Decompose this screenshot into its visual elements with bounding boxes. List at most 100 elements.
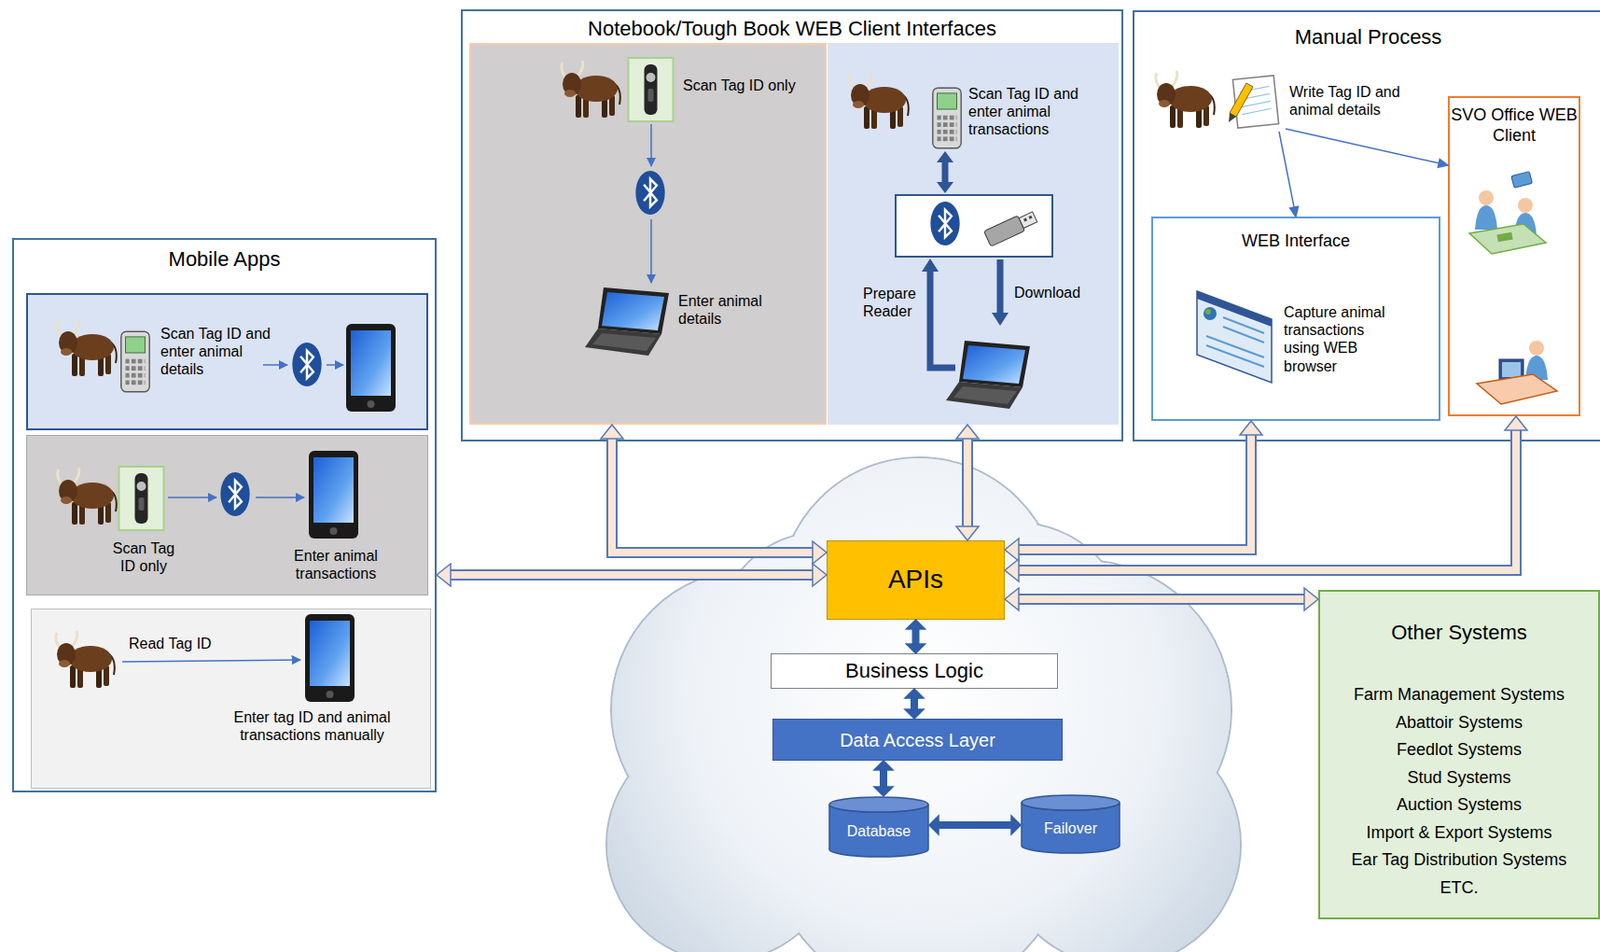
cattle-icon bbox=[57, 319, 117, 376]
connector-fill bbox=[963, 437, 972, 528]
sync-arrow bbox=[936, 151, 954, 194]
database-cylinder: Database bbox=[828, 795, 930, 858]
box-text: Download bbox=[1014, 283, 1081, 302]
connector-line bbox=[912, 627, 920, 645]
flow-arrow bbox=[650, 219, 653, 283]
web-interface-box: WEB InterfaceCapture animal transactions… bbox=[1151, 216, 1441, 421]
arrow-head bbox=[1504, 416, 1528, 431]
box-title: SVO Office WEB Client bbox=[1449, 105, 1579, 146]
box-title: Scan Tag ID and enter animal details bbox=[160, 324, 287, 379]
connector bbox=[600, 424, 827, 564]
connector-fill bbox=[1017, 595, 1306, 603]
bluetooth-icon bbox=[930, 201, 960, 246]
arrow-head bbox=[600, 424, 624, 439]
systems-box: Other SystemsFarm Management SystemsAbat… bbox=[1318, 589, 1600, 919]
box-title: Scan Tag ID only bbox=[682, 76, 796, 95]
connector-line bbox=[879, 768, 888, 788]
arrow-head bbox=[1011, 815, 1021, 835]
laptop-icon bbox=[584, 287, 669, 356]
box-text: Enter tag ID and animal transactions man… bbox=[211, 708, 413, 744]
arrow-head bbox=[874, 786, 893, 796]
arrow-head bbox=[1004, 587, 1019, 611]
browser-icon bbox=[1196, 291, 1272, 383]
cattle-icon bbox=[1155, 70, 1215, 128]
flow-arrow bbox=[650, 124, 653, 167]
download-arrow bbox=[991, 259, 1009, 326]
connector bbox=[1004, 420, 1263, 561]
arrow-head bbox=[929, 815, 939, 835]
arrow-head bbox=[1004, 538, 1019, 561]
box-text: Prepare Reader bbox=[862, 284, 929, 320]
flow-arrow bbox=[255, 496, 305, 499]
logic-box: Business Logic bbox=[770, 653, 1058, 689]
connector-line bbox=[1285, 128, 1440, 164]
connector bbox=[1285, 128, 1448, 167]
tag-reader-wand bbox=[119, 466, 165, 530]
connector-fill bbox=[612, 437, 814, 553]
tablet-icon bbox=[346, 323, 396, 412]
box-title: Notebook/Tough Book WEB Client Interface… bbox=[462, 16, 1122, 42]
connector bbox=[1004, 587, 1319, 611]
api-box: APIs bbox=[826, 540, 1005, 620]
connector-line bbox=[910, 696, 919, 710]
data-layer-box: Data Access Layer bbox=[772, 718, 1063, 761]
cattle-icon bbox=[55, 630, 115, 688]
box-title: Data Access Layer bbox=[773, 728, 1062, 752]
connector-fill bbox=[1017, 429, 1517, 571]
arrow-head bbox=[812, 541, 827, 564]
office-desk-icon bbox=[1476, 340, 1558, 404]
bluetooth-icon bbox=[220, 472, 250, 516]
tablet-icon bbox=[308, 450, 359, 539]
system-item: Ear Tag Distribution Systems bbox=[1320, 849, 1599, 871]
connector-fill bbox=[1017, 433, 1252, 550]
box-text: Capture animal transactions using WEB br… bbox=[1283, 303, 1401, 376]
connector bbox=[874, 760, 893, 796]
prepare-arrow bbox=[921, 258, 956, 368]
arrow-head bbox=[1304, 587, 1319, 611]
connector-line bbox=[961, 437, 974, 528]
cloud-fill bbox=[607, 458, 1240, 952]
box-title: Business Logic bbox=[771, 658, 1058, 683]
system-item: Auction Systems bbox=[1320, 794, 1599, 816]
box-title: Database bbox=[828, 821, 930, 840]
cloud-outline bbox=[606, 457, 1241, 952]
system-item: Stud Systems bbox=[1320, 767, 1599, 789]
connector-line bbox=[1017, 433, 1252, 550]
connector bbox=[1279, 131, 1298, 217]
connector bbox=[436, 563, 827, 586]
cattle-icon bbox=[849, 71, 909, 129]
tag-reader-wand bbox=[628, 57, 674, 122]
arrow-head bbox=[906, 643, 926, 654]
arrow-head bbox=[904, 688, 924, 698]
connector bbox=[956, 424, 979, 541]
box-title: Failover bbox=[1020, 819, 1121, 837]
flow-arrow bbox=[122, 659, 301, 662]
bluetooth-icon bbox=[635, 170, 665, 215]
box-title: Other Systems bbox=[1320, 620, 1599, 645]
system-item: Feedlot Systems bbox=[1320, 739, 1599, 761]
system-item: ETC. bbox=[1320, 877, 1599, 899]
arrow-head bbox=[1004, 558, 1019, 582]
box-title: APIs bbox=[827, 563, 1004, 596]
flow-arrow bbox=[263, 363, 288, 366]
connector bbox=[1004, 416, 1528, 582]
arrow-head bbox=[436, 563, 451, 586]
box-title: WEB Interface bbox=[1153, 231, 1439, 252]
bluetooth-icon bbox=[292, 342, 321, 387]
box-title: Scan Tag ID only bbox=[106, 539, 181, 575]
database-cylinder: Failover bbox=[1020, 793, 1121, 854]
connector-line bbox=[1017, 593, 1306, 605]
cattle-icon bbox=[561, 60, 621, 118]
box-text: Write Tag ID and animal details bbox=[1289, 83, 1420, 119]
flow-arrow bbox=[167, 496, 217, 499]
arrow-head bbox=[956, 526, 979, 541]
box-title: Manual Process bbox=[1134, 25, 1600, 50]
box-title: Read Tag ID bbox=[128, 634, 212, 653]
arrow-head bbox=[874, 760, 893, 770]
laptop-icon bbox=[946, 340, 1030, 409]
cylinder-top bbox=[1021, 794, 1120, 810]
box-title: Scan Tag ID and enter animal transaction… bbox=[968, 84, 1109, 140]
notepad-icon bbox=[1228, 75, 1280, 128]
arrow-head bbox=[1290, 206, 1299, 217]
